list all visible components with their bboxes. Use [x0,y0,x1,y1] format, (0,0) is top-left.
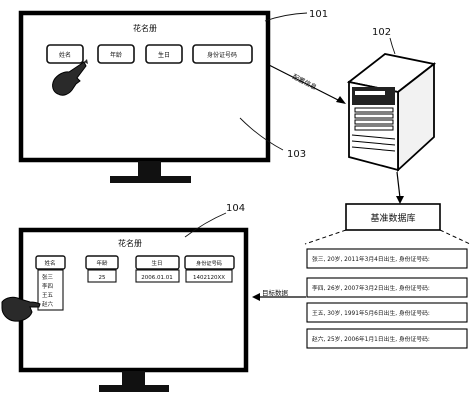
top-field-id[interactable]: 身份证号码 [192,44,253,64]
ref-104: 104 [226,203,245,214]
name-dropdown-list[interactable]: 张三 李四 王五 赵六 [37,269,64,311]
db-record-0-text: 张三, 20岁, 2011年3月4日出生, 身份证号码: [312,255,430,263]
top-hand-pointer-icon [52,59,88,96]
bottom-field-age[interactable]: 年龄 [85,255,119,270]
bottom-hand-pointer-icon [1,296,41,322]
database-title: 基准数据库 [370,212,415,224]
id-value-box[interactable]: 1402120XX [185,269,233,283]
dropdown-item-0[interactable]: 张三 [42,273,54,281]
bottom-field-age-label: 年龄 [96,259,108,267]
top-field-birthday[interactable]: 生日 [145,44,183,64]
bottom-field-id[interactable]: 身份证号码 [184,255,235,270]
birthday-value: 2006.01.01 [141,275,173,281]
bottom-field-birthday[interactable]: 生日 [135,255,180,270]
leader-101 [264,12,308,22]
top-field-name[interactable]: 姓名 [46,44,84,64]
bottom-screen-title: 花名册 [118,238,142,248]
db-record-0: 张三, 20岁, 2011年3月4日出生, 身份证号码: [306,248,468,269]
top-field-birthday-label: 生日 [158,51,170,59]
target-data-arrow [252,293,306,301]
top-monitor-neck [138,161,161,176]
leader-102 [389,37,396,55]
bottom-field-id-label: 身份证号码 [196,259,222,267]
top-field-id-label: 身份证号码 [207,51,237,59]
db-expand-right [439,229,471,245]
server-icon [346,53,437,173]
leader-104 [184,212,227,238]
dropdown-item-2[interactable]: 王五 [42,292,54,299]
id-value: 1402120XX [193,275,225,281]
top-monitor: 花名册 姓名 年龄 生日 身份证号码 [18,10,271,183]
db-record-2-text: 王五, 30岁, 1991年5月6日出生, 身份证号码: [312,309,430,317]
db-record-1-text: 李四, 26岁, 2007年3月2日出生, 身份证号码: [312,284,430,292]
config-arrow [268,64,346,104]
dropdown-item-1[interactable]: 李四 [42,282,53,290]
top-monitor-base [110,176,191,183]
birthday-value-box[interactable]: 2006.01.01 [135,269,180,283]
top-screen-title: 花名册 [133,23,157,33]
db-record-3-text: 赵六, 25岁, 2006年1月1日出生, 身份证号码: [312,335,430,343]
bottom-field-birthday-label: 生日 [151,259,162,267]
target-label: 目标数据 [262,288,289,297]
leader-103 [239,117,284,151]
db-record-2: 王五, 30岁, 1991年5月6日出生, 身份证号码: [306,302,468,323]
bottom-monitor: 花名册 姓名 张三 李四 王五 赵六 年龄 25 生日 200 [18,227,249,392]
ref-103: 103 [287,149,306,160]
age-value-box[interactable]: 25 [87,269,117,283]
bottom-field-name-label: 姓名 [44,259,55,267]
database-title-box: 基准数据库 [345,203,441,231]
bottom-monitor-base [99,385,169,392]
top-field-age[interactable]: 年龄 [97,44,135,64]
ref-101: 101 [309,9,328,20]
top-field-age-label: 年龄 [110,51,122,59]
ref-102: 102 [372,27,391,38]
age-value: 25 [99,275,106,281]
dropdown-item-3[interactable]: 赵六 [42,300,54,308]
db-expand-left [304,229,347,245]
config-label: 配置信息 [291,72,319,92]
bottom-field-name[interactable]: 姓名 [35,255,66,270]
bottom-monitor-neck [122,371,145,385]
db-record-3: 赵六, 25岁, 2006年1月1日出生, 身份证号码: [306,328,468,349]
db-record-1: 李四, 26岁, 2007年3月2日出生, 身份证号码: [306,277,468,298]
top-field-name-label: 姓名 [59,51,71,59]
server-to-db-arrow [396,171,404,204]
